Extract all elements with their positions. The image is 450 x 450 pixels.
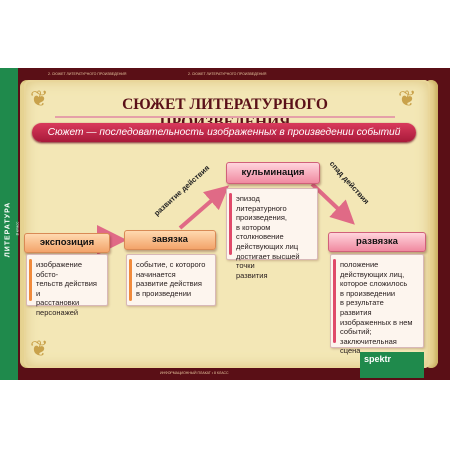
desc-line: которое сложилось: [340, 279, 408, 289]
desc-line: в произведении: [136, 288, 192, 298]
desc-line: персонажей: [36, 307, 79, 317]
desc-line: в котором столкновение: [236, 222, 284, 242]
exposition-node: экспозиция: [24, 233, 110, 253]
desc-line: в произведении: [340, 288, 396, 298]
title-underline: [55, 116, 395, 118]
climax-description: эпизод литературного произведения, в кот…: [226, 188, 318, 280]
desc-line: в результате развития: [340, 298, 384, 317]
denouement-node: развязка: [328, 232, 426, 252]
denouement-description: положение действующих лиц, которое сложи…: [330, 254, 424, 355]
definition-banner: Сюжет — последовательность изображенных …: [32, 123, 416, 142]
top-strip-left: 2. СЮЖЕТ ЛИТЕРАТУРНОГО ПРОИЗВЕДЕНИЯ: [48, 72, 127, 76]
desc-line: эпизод литературного: [236, 194, 287, 213]
tie-node: завязка: [124, 230, 216, 250]
ornament-icon: ❦: [30, 86, 49, 111]
desc-line: развития: [236, 270, 268, 280]
desc-line: заключительная сцена: [340, 336, 397, 356]
desc-line: достигает высшей точки: [236, 251, 300, 271]
ornament-icon: ❦: [398, 86, 417, 111]
top-strip-center: 2. СЮЖЕТ ЛИТЕРАТУРНОГО ПРОИЗВЕДЕНИЯ: [188, 72, 267, 76]
ornament-icon: ❦: [30, 336, 49, 361]
exposition-description: изображение обсто- тельств действия и ра…: [26, 254, 108, 317]
climax-node: кульминация: [226, 162, 320, 184]
top-strip: 2. СЮЖЕТ ЛИТЕРАТУРНОГО ПРОИЗВЕДЕНИЯ 2. С…: [18, 68, 450, 78]
desc-line: расстановки: [36, 298, 80, 308]
desc-line: изображенных в нем: [340, 317, 413, 327]
desc-line: событие, с которого: [136, 260, 206, 269]
tie-description: событие, с которого начинается развитие …: [126, 254, 216, 306]
desc-line: изображение обсто-: [36, 260, 83, 279]
desc-line: тельств действия и: [36, 279, 97, 298]
bottom-strip-text: ИНФОРМАЦИОННЫЙ ПЛАКАТ • 8 КЛАСС: [160, 371, 229, 375]
arrow-rising: [178, 185, 230, 230]
desc-line: развитие действия: [136, 279, 202, 289]
desc-line: положение: [340, 260, 379, 269]
publisher-logo: spektr: [360, 352, 424, 378]
desc-line: событий;: [340, 327, 372, 337]
subject-side-bar: ЛИТЕРАТУРА 8 класс: [0, 68, 20, 380]
desc-line: действующих лиц: [236, 241, 299, 251]
desc-line: действующих лиц,: [340, 269, 405, 279]
arrow-falling: [310, 182, 355, 225]
desc-line: произведения,: [236, 213, 287, 223]
desc-line: начинается: [136, 269, 176, 279]
